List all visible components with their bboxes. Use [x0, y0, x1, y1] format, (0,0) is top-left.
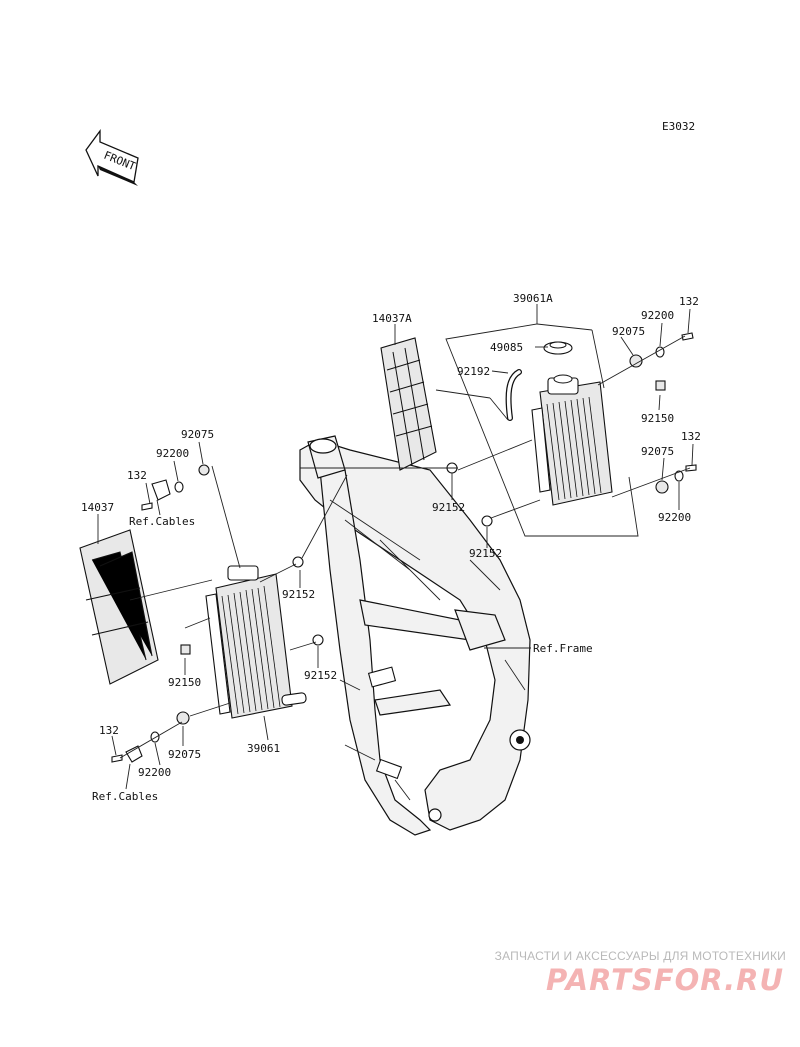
front-arrow-icon: FRONT [85, 129, 139, 186]
label-39061A: 39061A [513, 292, 553, 305]
shroud-left [79, 529, 159, 685]
label-14037: 14037 [81, 501, 114, 514]
label-132-l2: 132 [99, 724, 119, 737]
grommet-icon [629, 354, 643, 368]
grommet-icon [176, 711, 190, 725]
washer-icon [150, 731, 160, 743]
collar-icon [292, 556, 304, 568]
label-ref-frame: Ref.Frame [533, 642, 593, 655]
washer-icon [674, 470, 684, 482]
label-92152-c2: 92152 [469, 547, 502, 560]
bolt-icon [141, 502, 153, 511]
label-92150-l: 92150 [168, 676, 201, 689]
grommet-icon [198, 464, 210, 476]
nut-icon [180, 644, 191, 655]
label-92075-r2: 92075 [641, 445, 674, 458]
collar-icon [481, 515, 493, 527]
label-92192: 92192 [457, 365, 490, 378]
bolt-icon [685, 464, 697, 472]
label-49085: 49085 [490, 341, 523, 354]
label-92200-r1: 92200 [641, 309, 674, 322]
clamp-icon [151, 479, 171, 501]
label-92075-l1: 92075 [181, 428, 214, 441]
label-132-r2: 132 [681, 430, 701, 443]
collar-icon [312, 634, 324, 646]
radiator-left [205, 565, 307, 719]
bolt-icon [111, 754, 123, 763]
watermark-tagline: ЗАПЧАСТИ И АКСЕССУАРЫ ДЛЯ МОТОТЕХНИКИ [494, 949, 786, 963]
label-ref-cables-1: Ref.Cables [129, 515, 195, 528]
label-92075-r1: 92075 [612, 325, 645, 338]
label-132-l1: 132 [127, 469, 147, 482]
label-92200-l2: 92200 [138, 766, 171, 779]
label-92152-l2: 92152 [304, 669, 337, 682]
nut-icon [655, 380, 666, 391]
diagram-code: E3032 [662, 120, 695, 133]
label-92152-l1: 92152 [282, 588, 315, 601]
label-39061: 39061 [247, 742, 280, 755]
label-14037A: 14037A [372, 312, 412, 325]
frame-illustration [299, 435, 531, 836]
watermark-logo: PARTSFOR.RU [546, 963, 784, 997]
label-92152-c1: 92152 [432, 501, 465, 514]
clamp-icon [125, 745, 143, 763]
shroud-right [380, 337, 437, 471]
label-92075-l2: 92075 [168, 748, 201, 761]
washer-icon [174, 481, 184, 493]
label-132-r1: 132 [679, 295, 699, 308]
radiator-right [531, 374, 613, 506]
label-92200-l1: 92200 [156, 447, 189, 460]
grommet-icon [655, 480, 669, 494]
leader-lines [97, 304, 694, 790]
label-92150-r: 92150 [641, 412, 674, 425]
label-ref-cables-2: Ref.Cables [92, 790, 158, 803]
label-92200-r2: 92200 [658, 511, 691, 524]
bolt-icon [681, 332, 694, 341]
